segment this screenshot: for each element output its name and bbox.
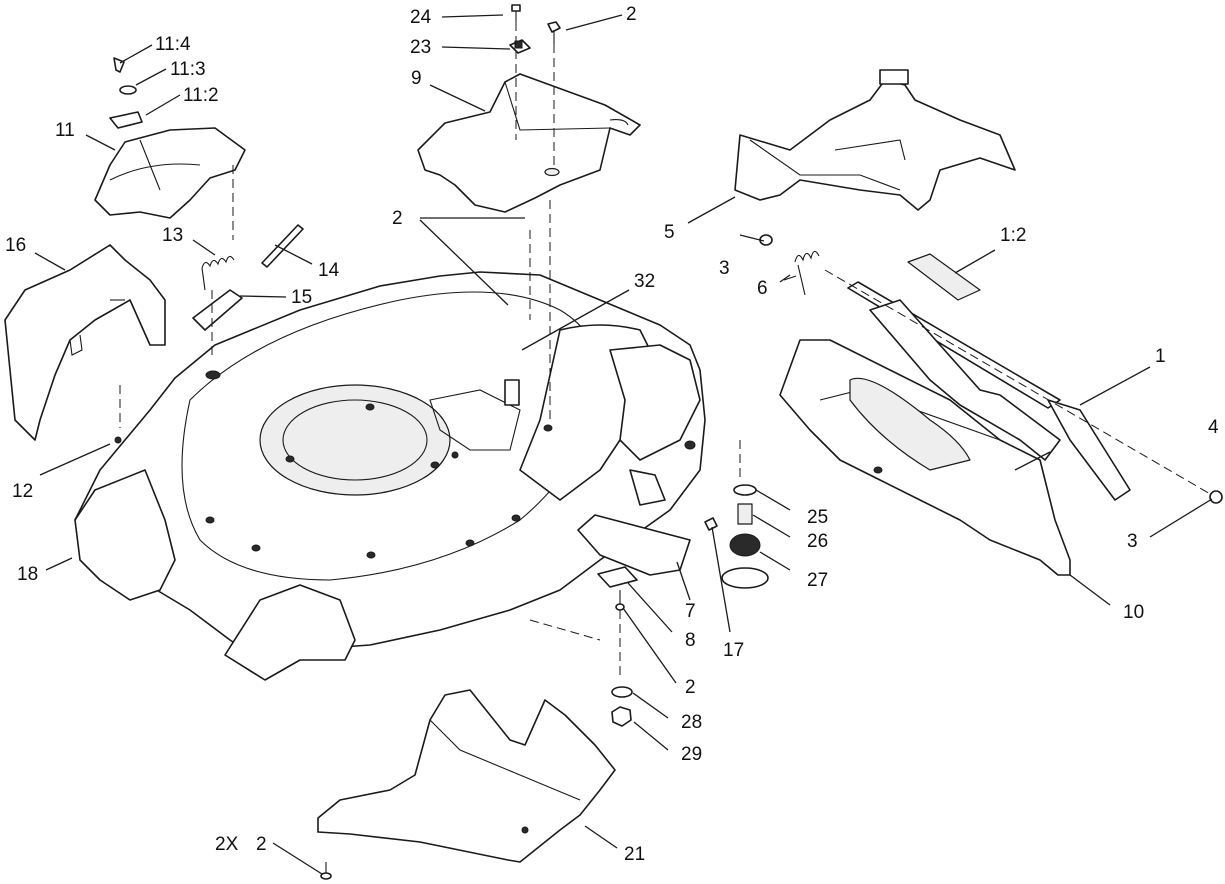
callout-3: 3	[719, 258, 730, 279]
part-6-spring	[783, 250, 820, 296]
callout-2: 2	[392, 208, 403, 229]
callout-5: 5	[664, 222, 675, 243]
callout-18: 18	[17, 564, 38, 585]
callout-11: 11	[55, 120, 75, 141]
callout-2x: 2X	[215, 834, 239, 855]
callout-26: 26	[807, 531, 828, 552]
callout-2: 2	[256, 834, 267, 855]
callout-12: 12	[12, 481, 33, 502]
callout-11-4: 11:4	[155, 34, 191, 55]
part-17-bolt	[704, 517, 718, 531]
callout-32: 32	[634, 271, 655, 292]
callout-11-3: 11:3	[170, 59, 206, 80]
part-2-bolt-top	[547, 21, 561, 44]
callout-27: 27	[807, 570, 828, 591]
callout-17: 17	[723, 640, 744, 661]
part-25-washer	[733, 484, 757, 496]
callout-2: 2	[685, 677, 696, 698]
callout-4: 4	[1208, 417, 1219, 438]
callout-23: 23	[410, 37, 431, 58]
callout-21: 21	[624, 844, 645, 865]
assembly-guide-lines	[119, 22, 1213, 680]
callout-2: 2	[626, 4, 637, 25]
part-2-bolt-2x	[320, 862, 332, 880]
callout-24: 24	[410, 7, 432, 28]
callout-1: 1	[1155, 346, 1166, 367]
part-8-bracket	[597, 566, 638, 588]
leader-lines	[34, 14, 1213, 875]
part-3-washer-right	[1209, 490, 1223, 504]
callout-7: 7	[685, 601, 696, 622]
callout-10: 10	[1123, 602, 1144, 623]
part-21-chute	[317, 689, 616, 863]
callout-1-2: 1:2	[1000, 225, 1026, 246]
part-28-washer	[611, 686, 633, 698]
callout-29: 29	[681, 744, 702, 765]
callout-6: 6	[757, 278, 768, 299]
callout-13: 13	[162, 225, 183, 246]
callout-8: 8	[685, 630, 696, 651]
callout-3: 3	[1127, 531, 1138, 552]
callout-15: 15	[291, 287, 312, 308]
part-1-shaft-assembly	[847, 281, 1131, 501]
part-13-spring	[201, 255, 235, 291]
main-deck-housing	[74, 271, 706, 681]
part-11-rear-door-assembly	[94, 57, 246, 219]
part-9-cover-plate	[417, 73, 641, 213]
callout-9: 9	[411, 68, 422, 89]
part-15-bracket	[192, 289, 243, 331]
callout-28: 28	[681, 712, 702, 733]
callout-16: 16	[5, 235, 26, 256]
part-14-rod	[261, 224, 304, 268]
part-29-nut	[611, 706, 632, 727]
part-5-bag-frame	[734, 69, 1016, 211]
callout-14: 14	[318, 260, 340, 281]
part-2-bolt-lower	[615, 590, 625, 611]
part-16-side-cover	[4, 244, 166, 441]
callout-11-2: 11:2	[183, 85, 219, 106]
part-26-spring-insert	[737, 503, 753, 525]
callout-25: 25	[807, 507, 828, 528]
part-1-2-decal	[907, 253, 981, 301]
callout-labels: 24 2 23 9 11:4 11:3 11:2 11 5 2 1:2 16 1…	[5, 4, 1219, 865]
part-24-screw	[511, 4, 521, 22]
part-23-clip	[509, 39, 531, 54]
part-27-height-knob	[721, 533, 769, 589]
